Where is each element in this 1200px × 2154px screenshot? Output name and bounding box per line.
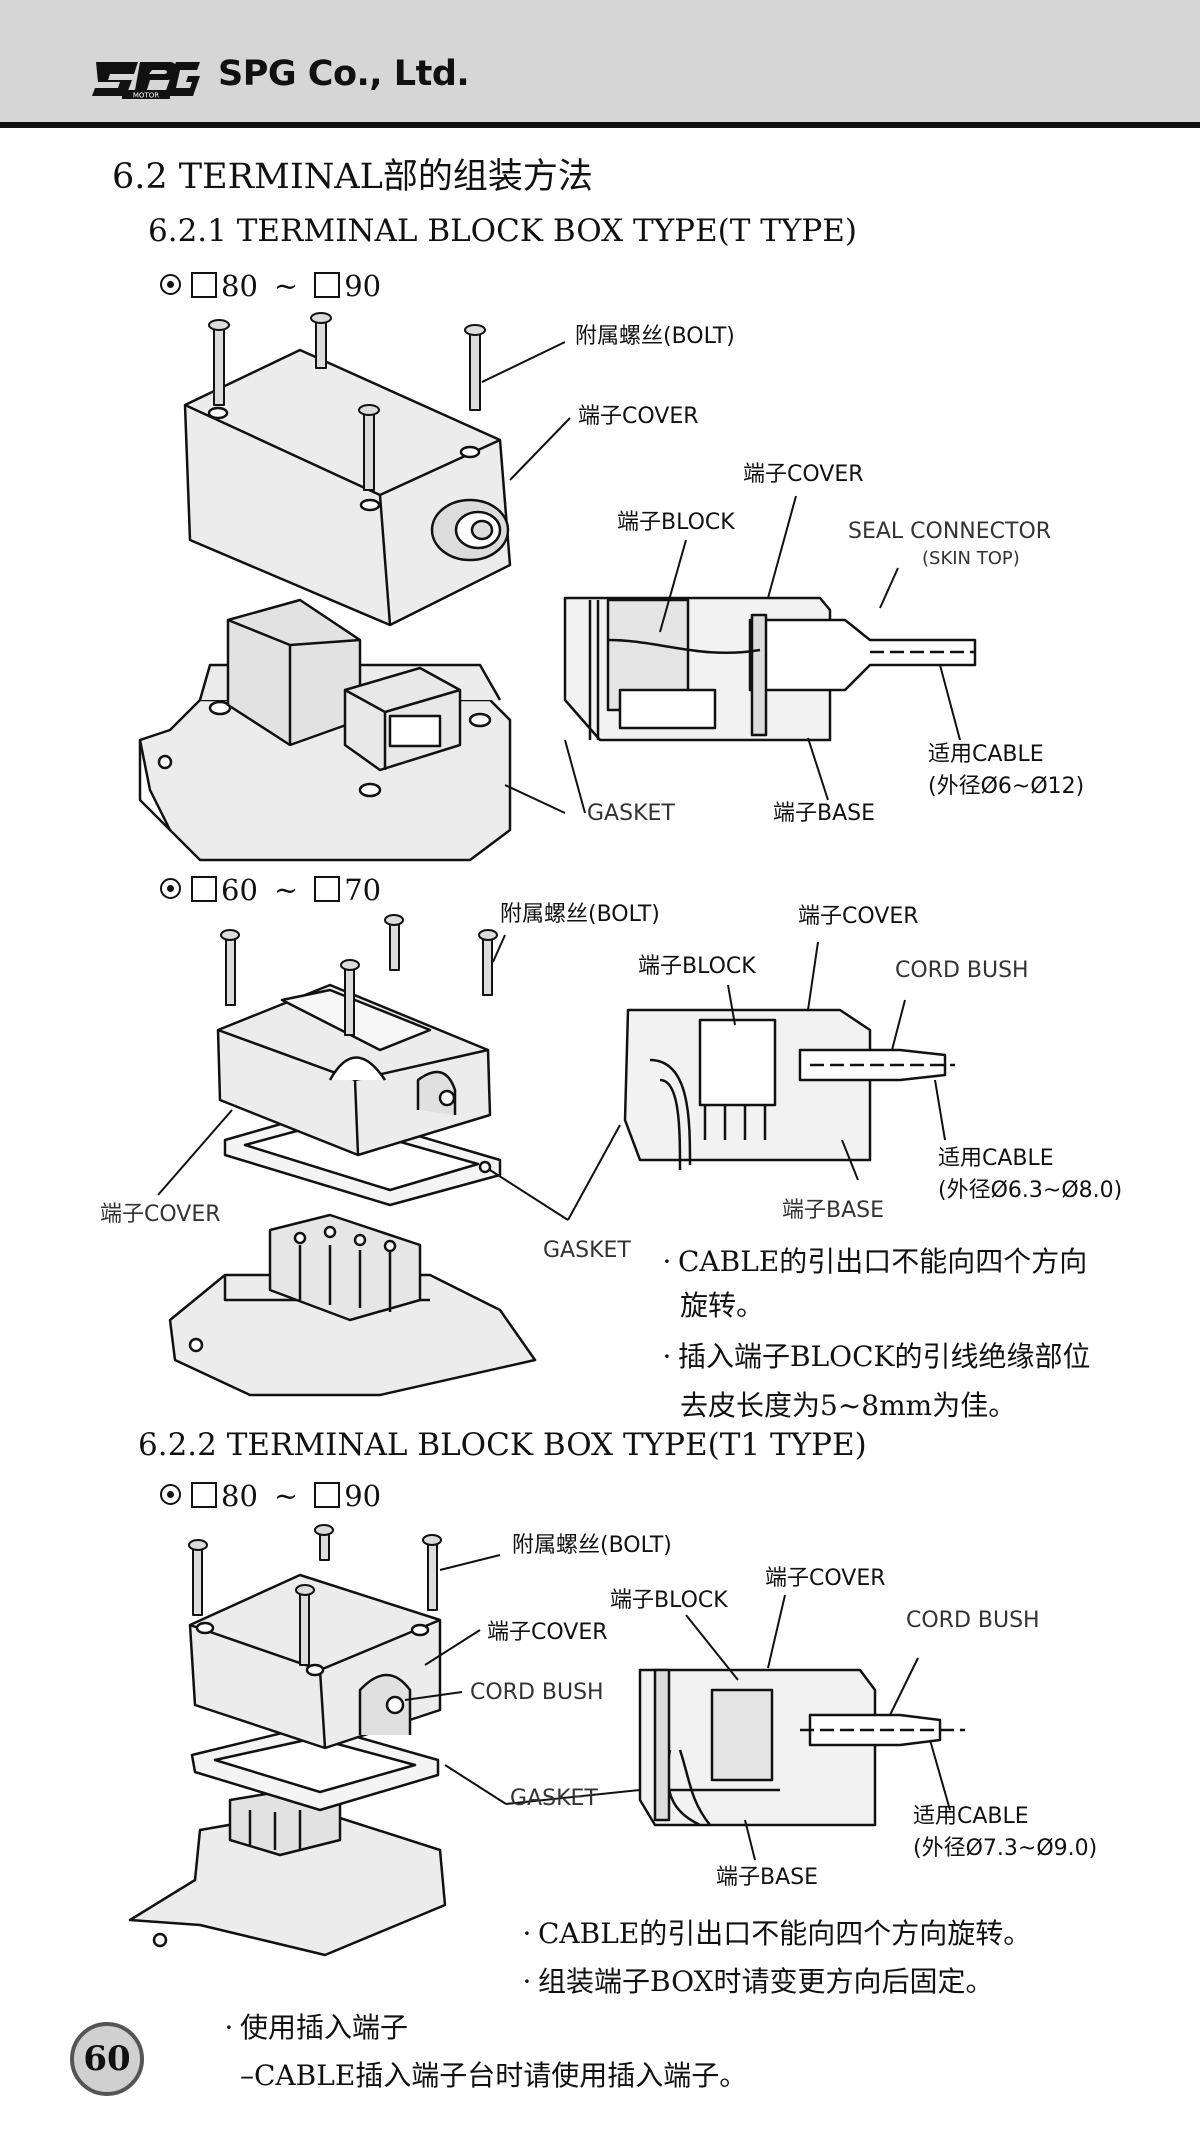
label-cable-diameter-3: (外径Ø7.3~Ø9.0)	[913, 1836, 1098, 1861]
label-block: 端子BLOCK	[617, 510, 735, 535]
label-block-3: 端子BLOCK	[610, 1588, 728, 1613]
label-cover-3: 端子COVER	[765, 1566, 886, 1591]
label-cover-2: 端子COVER	[798, 904, 919, 929]
label-cable: 适用CABLE	[928, 742, 1044, 767]
label-bolt-2: 附属螺丝(BOLT)	[500, 902, 660, 927]
size-range-60-70: 60~70	[160, 876, 381, 905]
note-cable-direction-cont: 旋转。	[680, 1289, 765, 1322]
label-cover: 端子COVER	[578, 404, 699, 429]
label-base-3: 端子BASE	[716, 1865, 819, 1890]
size-range-80-90-t1: 80~90	[160, 1482, 381, 1511]
bullseye-icon	[160, 1484, 181, 1505]
label-cover-section: 端子COVER	[743, 462, 864, 487]
label-bolt-3: 附属螺丝(BOLT)	[512, 1533, 672, 1558]
label-cover-left-3: 端子COVER	[487, 1620, 608, 1645]
label-gasket: GASKET	[587, 801, 675, 826]
label-gasket-2: GASKET	[543, 1238, 631, 1263]
label-bolt: 附属螺丝(BOLT)	[575, 324, 735, 349]
section-title: 6.2 TERMINAL部的组装方法	[112, 157, 593, 197]
bullseye-icon	[160, 878, 181, 899]
terminal-cover	[183, 348, 512, 627]
size-range-80-90: 80~90	[160, 272, 381, 301]
label-base-2: 端子BASE	[782, 1198, 885, 1223]
svg-text:MOTOR: MOTOR	[133, 92, 159, 100]
square-icon	[191, 272, 217, 298]
label-block-2: 端子BLOCK	[638, 954, 756, 979]
square-icon	[314, 876, 341, 902]
label-cable-diameter-2: (外径Ø6.3~Ø8.0)	[938, 1178, 1123, 1203]
note-use-terminal-detail: –CABLE插入端子台时请使用插入端子。	[240, 2059, 748, 2092]
square-icon	[314, 272, 341, 298]
label-skin-top: (SKIN TOP)	[922, 548, 1020, 569]
square-icon	[191, 876, 217, 902]
label-cord-bush-left-3: CORD BUSH	[470, 1680, 604, 1705]
company-name: SPG Co., Ltd.	[218, 54, 470, 94]
note-box-assembly: ·组装端子BOX时请变更方向后固定。	[522, 1965, 994, 1998]
note-use-terminal: ·使用插入端子	[224, 2011, 409, 2044]
note-cable-direction-t1: ·CABLE的引出口不能向四个方向旋转。	[522, 1917, 1032, 1950]
label-cable-3: 适用CABLE	[913, 1804, 1029, 1829]
label-cable-diameter: (外径Ø6~Ø12)	[928, 774, 1085, 799]
bullseye-icon	[160, 274, 181, 295]
label-cover-left-2: 端子COVER	[100, 1202, 221, 1227]
subsection-title-t1-type: 6.2.2 TERMINAL BLOCK BOX TYPE(T1 TYPE)	[138, 1427, 867, 1463]
label-gasket-3: GASKET	[510, 1786, 598, 1811]
note-strip-length-cont: 去皮长度为5~8mm为佳。	[680, 1389, 1017, 1422]
label-base: 端子BASE	[773, 801, 876, 826]
subsection-title-t-type: 6.2.1 TERMINAL BLOCK BOX TYPE(T TYPE)	[148, 213, 857, 249]
page-number: 60	[70, 2022, 144, 2096]
spg-logo-icon: MOTOR	[92, 62, 200, 100]
label-cable-2: 适用CABLE	[938, 1146, 1054, 1171]
note-cable-direction: ·CABLE的引出口不能向四个方向	[662, 1245, 1088, 1278]
page-header: MOTOR SPG Co., Ltd.	[0, 0, 1200, 128]
square-icon	[314, 1482, 341, 1508]
label-cord-bush-right-3: CORD BUSH	[906, 1608, 1040, 1633]
note-strip-length: ·插入端子BLOCK的引线绝缘部位	[662, 1340, 1091, 1373]
square-icon	[191, 1482, 217, 1508]
terminal-base-t1	[128, 1808, 447, 1957]
label-cord-bush-2: CORD BUSH	[895, 958, 1029, 983]
label-seal-connector: SEAL CONNECTOR	[848, 519, 1052, 544]
